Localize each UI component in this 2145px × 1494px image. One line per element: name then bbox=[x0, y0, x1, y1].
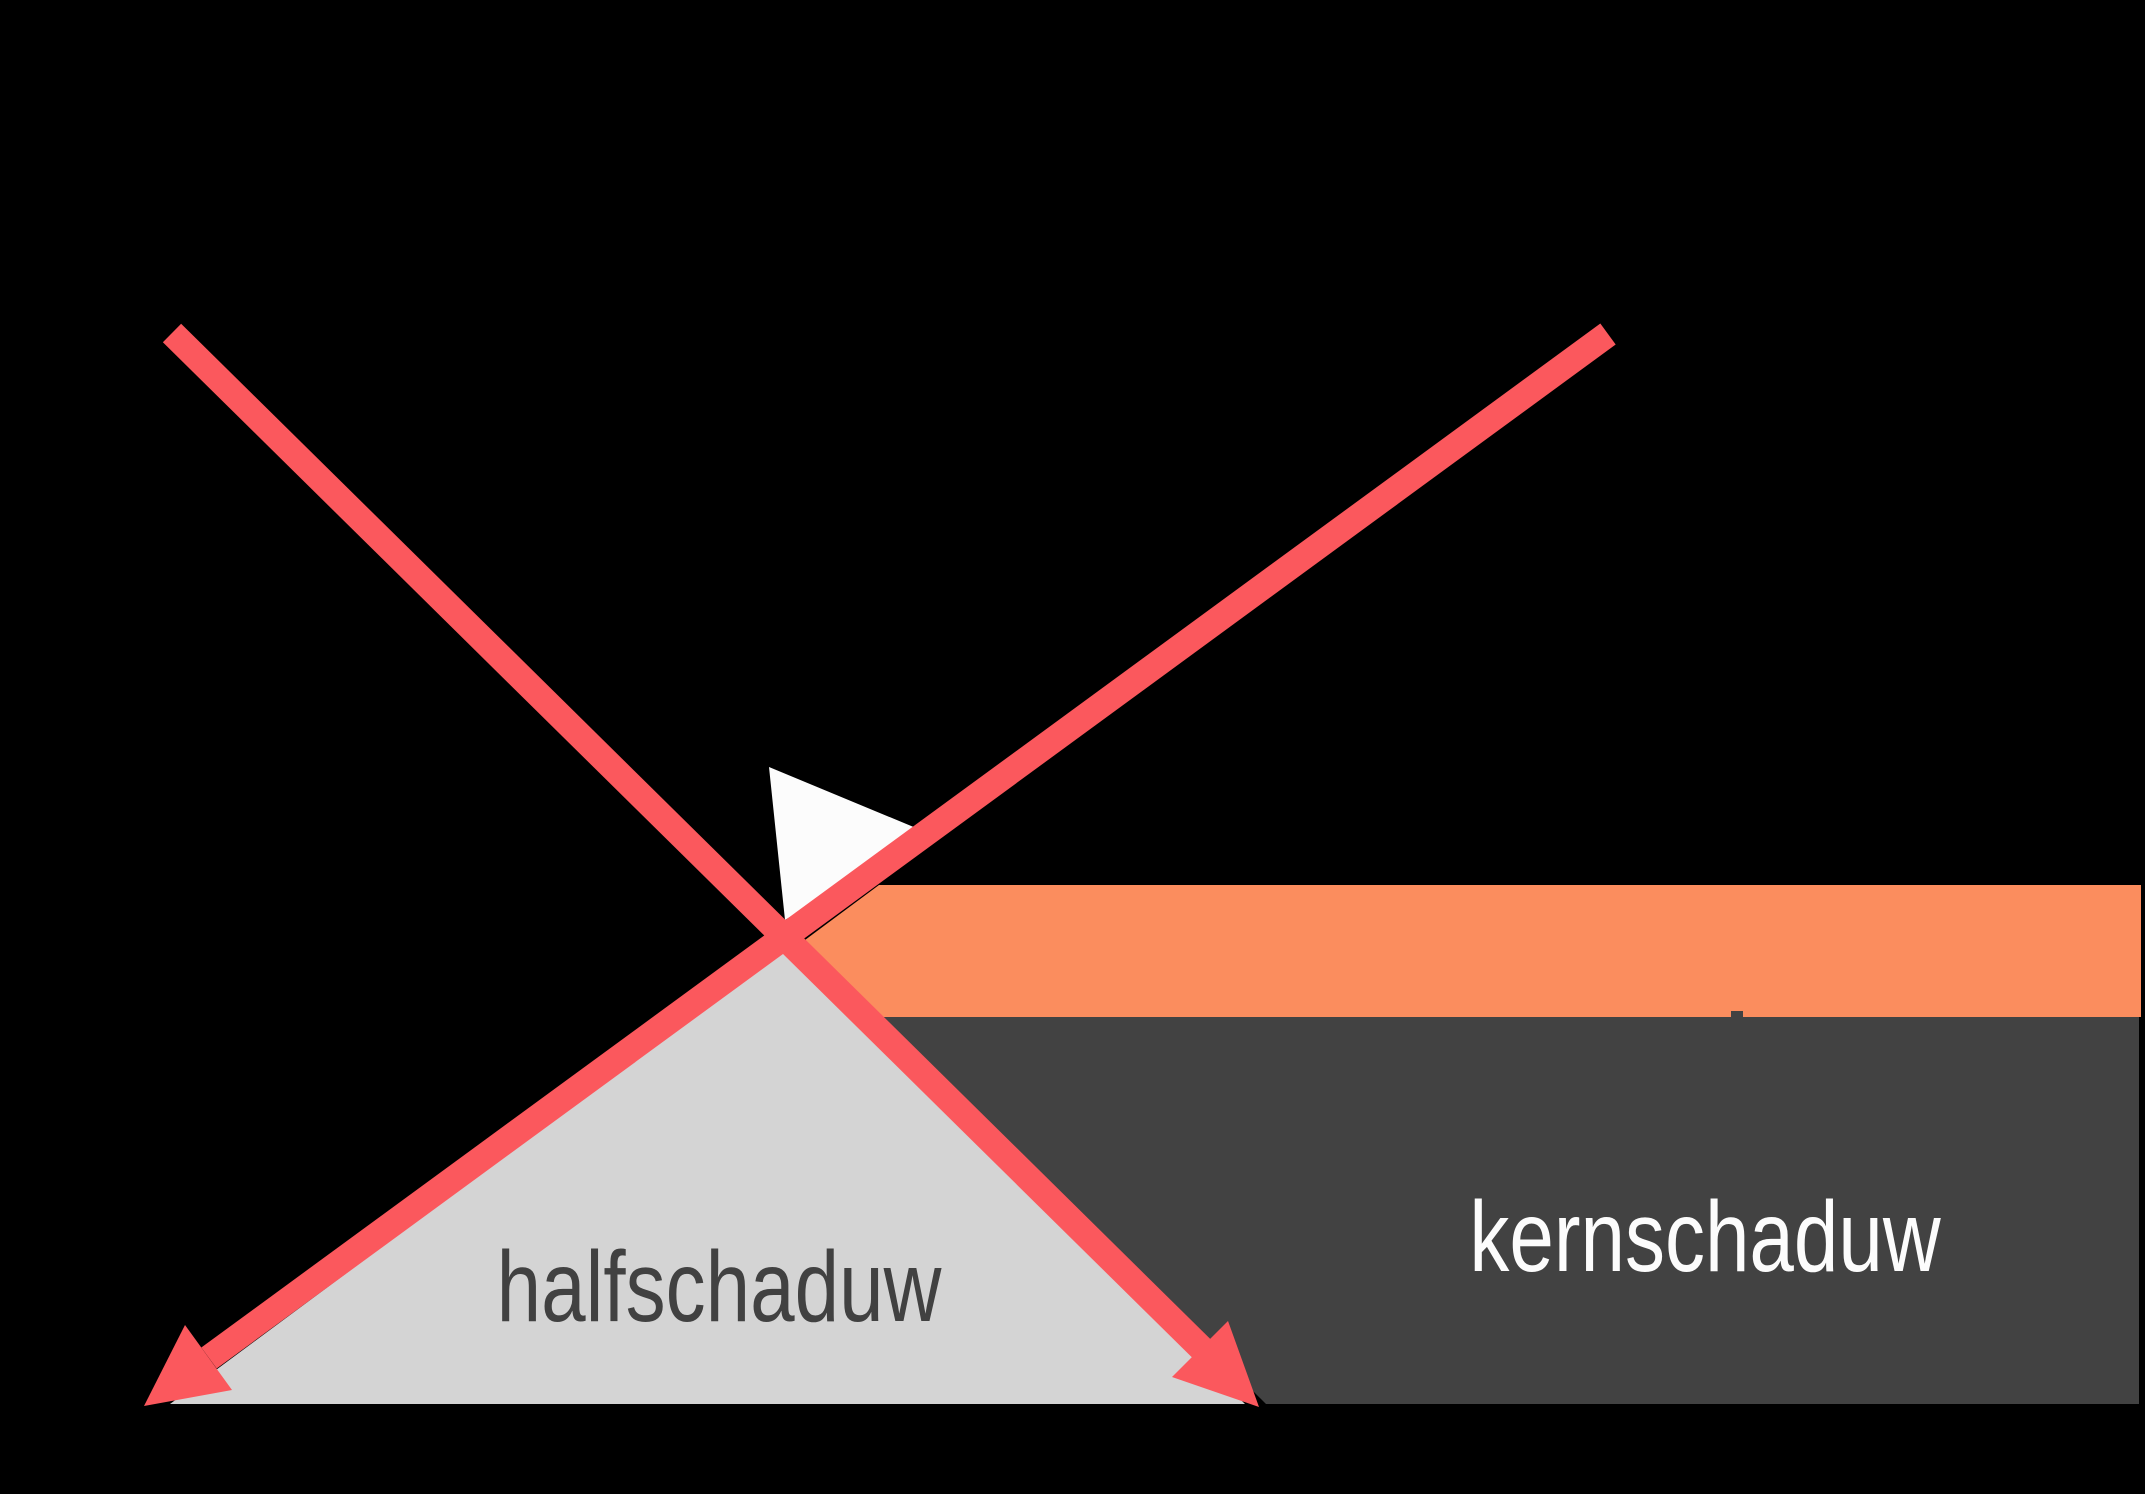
light-ray-right-arrowhead-icon bbox=[144, 1325, 232, 1406]
light-ray-left-arrowhead-icon bbox=[1172, 1321, 1259, 1407]
penumbra-region bbox=[170, 948, 1245, 1404]
boundary-notch bbox=[1731, 1011, 1743, 1018]
umbra-label: kernschaduw bbox=[1469, 1182, 1941, 1294]
light-ray-right bbox=[201, 323, 1616, 1369]
umbra-region bbox=[878, 1017, 2139, 1404]
light-ray-left bbox=[162, 323, 1215, 1362]
lit-band bbox=[805, 885, 2141, 1017]
object-marker bbox=[769, 767, 928, 920]
penumbra-label: halfschaduw bbox=[497, 1232, 942, 1344]
